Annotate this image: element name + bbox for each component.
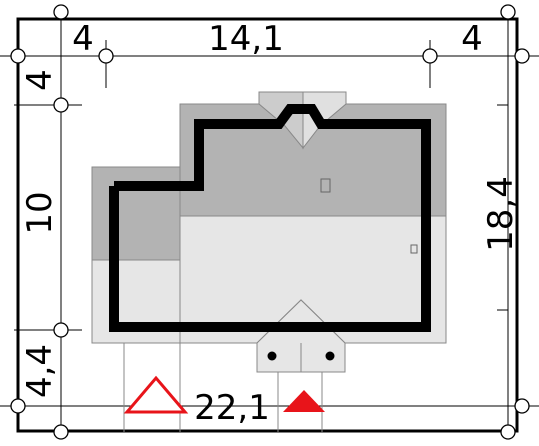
- dim-top-middle: 14,1: [208, 19, 284, 59]
- roof-window: [320, 178, 331, 193]
- north-arrow-filled-icon: [283, 390, 325, 412]
- dim-top-right: 4: [461, 19, 483, 59]
- roof-plane-left: [91, 166, 181, 261]
- plot-boundary: [16, 17, 519, 433]
- dim-right: 18,4: [481, 176, 521, 252]
- roof: [91, 91, 447, 344]
- dim-bottom: 22,1: [194, 388, 270, 428]
- dim-left-bottom: 4,4: [20, 344, 60, 398]
- porch-column: [325, 351, 335, 361]
- north-arrow-outline-icon: [123, 375, 189, 414]
- dimension-lines: [0, 12, 539, 432]
- roof-window: [410, 244, 418, 254]
- dim-left-top: 4: [20, 69, 60, 91]
- house-wall-outline: [109, 104, 431, 332]
- porch-column: [267, 351, 277, 361]
- entrance-porch: [256, 299, 346, 373]
- dim-left-middle: 10: [20, 191, 60, 234]
- boundary-markers: [10, 4, 530, 440]
- dim-top-left: 4: [72, 19, 94, 59]
